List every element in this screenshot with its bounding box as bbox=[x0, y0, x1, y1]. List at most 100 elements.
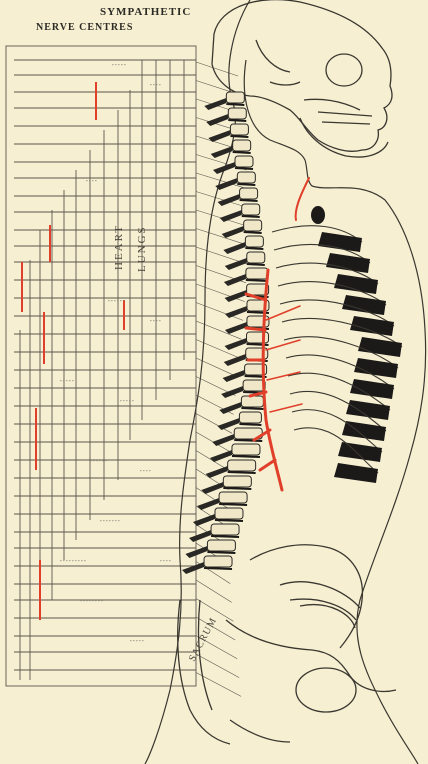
annotation-tick bbox=[166, 560, 168, 561]
annotation-tick bbox=[80, 600, 82, 601]
spinous-process bbox=[225, 322, 247, 334]
annotation-tick bbox=[92, 180, 94, 181]
annotation-tick bbox=[142, 640, 144, 641]
vertebra bbox=[223, 476, 251, 487]
annotation-tick bbox=[115, 520, 117, 521]
annotation-tick bbox=[60, 560, 62, 561]
annotation-tick bbox=[146, 470, 148, 471]
annotation-tick bbox=[69, 560, 71, 561]
annotation-tick bbox=[63, 380, 65, 381]
annotation-tick bbox=[93, 460, 95, 461]
annotation-tick bbox=[118, 64, 120, 65]
annotation-tick bbox=[66, 560, 68, 561]
lungs-label: LUNGS bbox=[136, 225, 148, 272]
annotation-tick bbox=[78, 560, 80, 561]
annotation-tick bbox=[159, 84, 161, 85]
intervertebral-disc bbox=[237, 184, 255, 185]
annotation-tick bbox=[109, 520, 111, 521]
annotation-tick bbox=[153, 320, 155, 321]
intervertebral-disc bbox=[223, 488, 251, 489]
intervertebral-disc bbox=[246, 280, 268, 281]
spinous-process bbox=[212, 434, 234, 446]
annotation-tick bbox=[99, 460, 101, 461]
chart-leader-line bbox=[196, 599, 233, 622]
spinous-process bbox=[213, 162, 235, 174]
intervertebral-disc bbox=[247, 344, 269, 345]
annotation-tick bbox=[133, 640, 135, 641]
annotation-tick bbox=[112, 64, 114, 65]
chart-faint-annotations bbox=[60, 64, 171, 641]
annotation-tick bbox=[121, 64, 123, 65]
spinous-process bbox=[208, 130, 230, 142]
intervertebral-disc bbox=[230, 136, 248, 137]
intervertebral-disc bbox=[234, 440, 262, 441]
spinous-process bbox=[225, 258, 247, 270]
annotation-tick bbox=[108, 300, 110, 301]
spinous-process bbox=[225, 306, 247, 318]
annotation-tick bbox=[130, 640, 132, 641]
annotation-tick bbox=[84, 560, 86, 561]
annotation-tick bbox=[160, 560, 162, 561]
annotation-tick bbox=[75, 560, 77, 561]
annotation-tick bbox=[63, 560, 65, 561]
rib-cartilage bbox=[334, 463, 378, 483]
vertebra bbox=[247, 332, 269, 343]
annotation-tick bbox=[163, 560, 165, 561]
pelvis bbox=[178, 545, 396, 744]
intervertebral-disc bbox=[219, 504, 247, 505]
intervertebral-disc bbox=[242, 216, 260, 217]
intervertebral-disc bbox=[235, 168, 253, 169]
annotation-tick bbox=[123, 400, 125, 401]
annotation-tick bbox=[123, 300, 125, 301]
intervertebral-disc bbox=[232, 456, 260, 457]
spinous-process bbox=[223, 242, 245, 254]
vertebra bbox=[242, 204, 260, 215]
annotation-tick bbox=[156, 320, 158, 321]
annotation-tick bbox=[120, 400, 122, 401]
annotation-tick bbox=[101, 600, 103, 601]
body-outline bbox=[145, 0, 426, 764]
annotation-tick bbox=[156, 84, 158, 85]
annotation-tick bbox=[114, 300, 116, 301]
vertebra bbox=[228, 460, 256, 471]
annotation-tick bbox=[69, 380, 71, 381]
annotation-tick bbox=[86, 180, 88, 181]
annotation-tick bbox=[98, 600, 100, 601]
spinous-process bbox=[211, 146, 233, 158]
vertebra bbox=[239, 412, 261, 423]
rib-cartilage bbox=[358, 337, 402, 357]
annotation-tick bbox=[111, 300, 113, 301]
intervertebral-disc bbox=[211, 536, 239, 537]
annotation-tick bbox=[106, 520, 108, 521]
intervertebral-disc bbox=[228, 472, 256, 473]
vertebra bbox=[232, 444, 260, 455]
rib-cage bbox=[272, 226, 402, 483]
annotation-tick bbox=[72, 380, 74, 381]
vertebra bbox=[237, 172, 255, 183]
annotation-tick bbox=[95, 600, 97, 601]
annotation-tick bbox=[103, 520, 105, 521]
annotation-tick bbox=[149, 470, 151, 471]
intervertebral-disc bbox=[244, 232, 262, 233]
annotation-tick bbox=[118, 520, 120, 521]
annotation-tick bbox=[150, 84, 152, 85]
vertebra bbox=[247, 252, 265, 263]
spinous-process bbox=[219, 402, 241, 414]
annotation-tick bbox=[129, 400, 131, 401]
vertebra bbox=[230, 124, 248, 135]
spinous-process bbox=[225, 338, 247, 350]
annotation-tick bbox=[60, 380, 62, 381]
annotation-tick bbox=[124, 64, 126, 65]
intervertebral-disc bbox=[241, 408, 263, 409]
annotation-tick bbox=[120, 300, 122, 301]
rib-cartilage bbox=[318, 232, 362, 252]
vertebra bbox=[246, 268, 268, 279]
annotation-tick bbox=[86, 600, 88, 601]
intervertebral-disc bbox=[245, 248, 263, 249]
vertebra bbox=[244, 220, 262, 231]
chart-border bbox=[6, 46, 196, 686]
spinous-process bbox=[204, 98, 226, 110]
annotation-tick bbox=[112, 520, 114, 521]
intervertebral-disc bbox=[240, 200, 258, 201]
rib-cartilage bbox=[326, 253, 370, 273]
